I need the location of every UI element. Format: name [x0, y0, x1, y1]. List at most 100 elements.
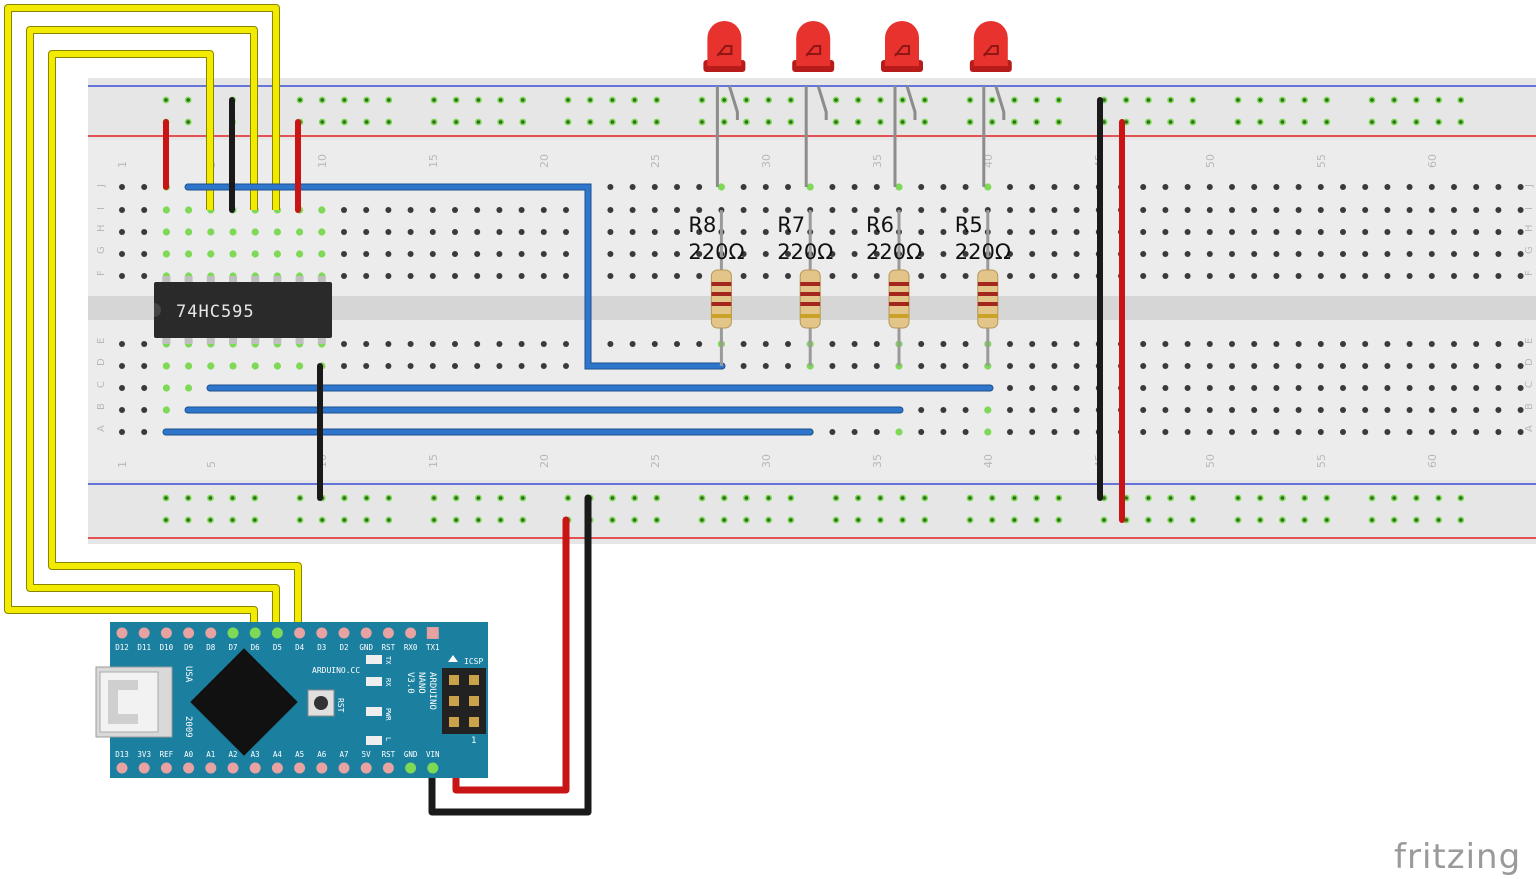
breadboard-hole	[1251, 273, 1258, 279]
column-number-bottom: 15	[427, 454, 440, 468]
breadboard-hole	[895, 428, 903, 436]
nano-one-label: 1	[471, 736, 476, 746]
breadboard-hole	[785, 207, 791, 213]
breadboard-hole	[962, 363, 969, 369]
row-letter: A	[96, 425, 107, 432]
breadboard-hole	[1317, 341, 1324, 347]
breadboard-hole	[1317, 429, 1324, 435]
breadboard-hole	[141, 251, 148, 257]
breadboard-hole	[1495, 207, 1502, 213]
breadboard-hole	[341, 251, 347, 257]
breadboard-hole	[1362, 407, 1369, 413]
breadboard-hole	[1428, 207, 1435, 213]
breadboard-hole	[1162, 429, 1169, 435]
breadboard-hole	[1406, 385, 1413, 391]
breadboard-hole	[674, 184, 680, 190]
blue-wires	[162, 183, 994, 436]
breadboard-hole	[717, 183, 726, 191]
breadboard-hole	[740, 251, 747, 257]
breadboard-hole	[429, 251, 436, 257]
breadboard-hole	[762, 207, 769, 213]
breadboard-hole	[1273, 341, 1280, 347]
breadboard-hole	[1495, 251, 1502, 257]
breadboard-hole	[1273, 273, 1280, 279]
breadboard-hole	[296, 250, 304, 258]
breadboard-hole	[185, 362, 193, 370]
breadboard-hole	[518, 341, 525, 347]
breadboard-hole	[1406, 407, 1413, 413]
column-number-bottom: 55	[1315, 454, 1328, 468]
breadboard-hole	[474, 251, 481, 257]
breadboard-hole	[873, 429, 880, 435]
breadboard-hole	[1051, 385, 1058, 391]
breadboard-hole	[1362, 207, 1369, 213]
column-number-bottom: 35	[871, 454, 884, 468]
breadboard-hole	[1517, 407, 1524, 413]
breadboard-hole	[141, 207, 148, 213]
breadboard-hole	[1517, 273, 1524, 279]
breadboard-hole	[496, 341, 503, 347]
breadboard-hole	[1473, 229, 1480, 235]
ic-pin	[229, 276, 237, 284]
breadboard-hole	[984, 406, 992, 414]
breadboard-hole	[829, 273, 836, 279]
breadboard-hole	[851, 251, 858, 257]
breadboard-hole	[851, 429, 858, 435]
breadboard-hole	[940, 363, 947, 369]
nano-pin	[138, 627, 150, 639]
nano-pin	[338, 627, 350, 639]
breadboard-hole	[873, 363, 880, 369]
breadboard-hole	[629, 229, 636, 235]
column-number-top: 50	[1204, 154, 1217, 168]
breadboard-hole	[1273, 251, 1280, 257]
nano-status-led	[366, 655, 382, 664]
breadboard-hole	[696, 207, 703, 213]
ic-pin	[273, 336, 282, 344]
breadboard-hole	[1162, 207, 1169, 213]
breadboard-hole	[1051, 407, 1058, 413]
breadboard-hole	[962, 229, 969, 235]
breadboard-hole	[119, 207, 125, 213]
breadboard-hole	[1073, 341, 1080, 347]
breadboard-hole	[740, 341, 747, 347]
breadboard-hole	[918, 429, 925, 435]
breadboard-hole	[1073, 429, 1080, 435]
breadboard-hole	[918, 363, 925, 369]
breadboard-hole	[518, 251, 525, 257]
breadboard-hole	[1007, 363, 1013, 369]
breadboard-hole	[229, 228, 237, 236]
jumpers	[163, 97, 1125, 523]
row-letter: H	[1524, 224, 1535, 232]
breadboard-hole	[1384, 207, 1391, 213]
leds	[703, 21, 1012, 187]
breadboard-hole	[940, 273, 947, 279]
breadboard-hole	[563, 341, 569, 347]
breadboard-hole	[1451, 207, 1457, 213]
breadboard-hole	[385, 363, 392, 369]
breadboard-hole	[429, 207, 436, 213]
breadboard-hole	[851, 229, 858, 235]
column-number-bottom: 20	[538, 454, 551, 468]
column-number-bottom: 60	[1426, 454, 1439, 468]
nano-pin-label: 5V	[362, 750, 372, 759]
breadboard-hole	[940, 229, 947, 235]
breadboard-hole	[162, 228, 170, 236]
breadboard-hole	[962, 184, 969, 190]
breadboard-hole	[1340, 341, 1346, 347]
breadboard-hole	[429, 229, 436, 235]
breadboard-hole	[1295, 407, 1302, 413]
breadboard-hole	[785, 273, 791, 279]
breadboard-hole	[1162, 251, 1169, 257]
nano-pin	[316, 762, 328, 774]
breadboard-hole	[1473, 251, 1480, 257]
breadboard-hole	[162, 362, 170, 370]
breadboard-hole	[563, 273, 569, 279]
nano-pin-label: GND	[404, 750, 418, 759]
column-number-top: 30	[760, 154, 773, 168]
breadboard-hole	[674, 273, 680, 279]
breadboard-hole	[1051, 363, 1058, 369]
breadboard-hole	[1428, 429, 1435, 435]
breadboard-hole	[1229, 385, 1235, 391]
breadboard-hole	[918, 207, 925, 213]
icsp-pin	[469, 717, 479, 727]
